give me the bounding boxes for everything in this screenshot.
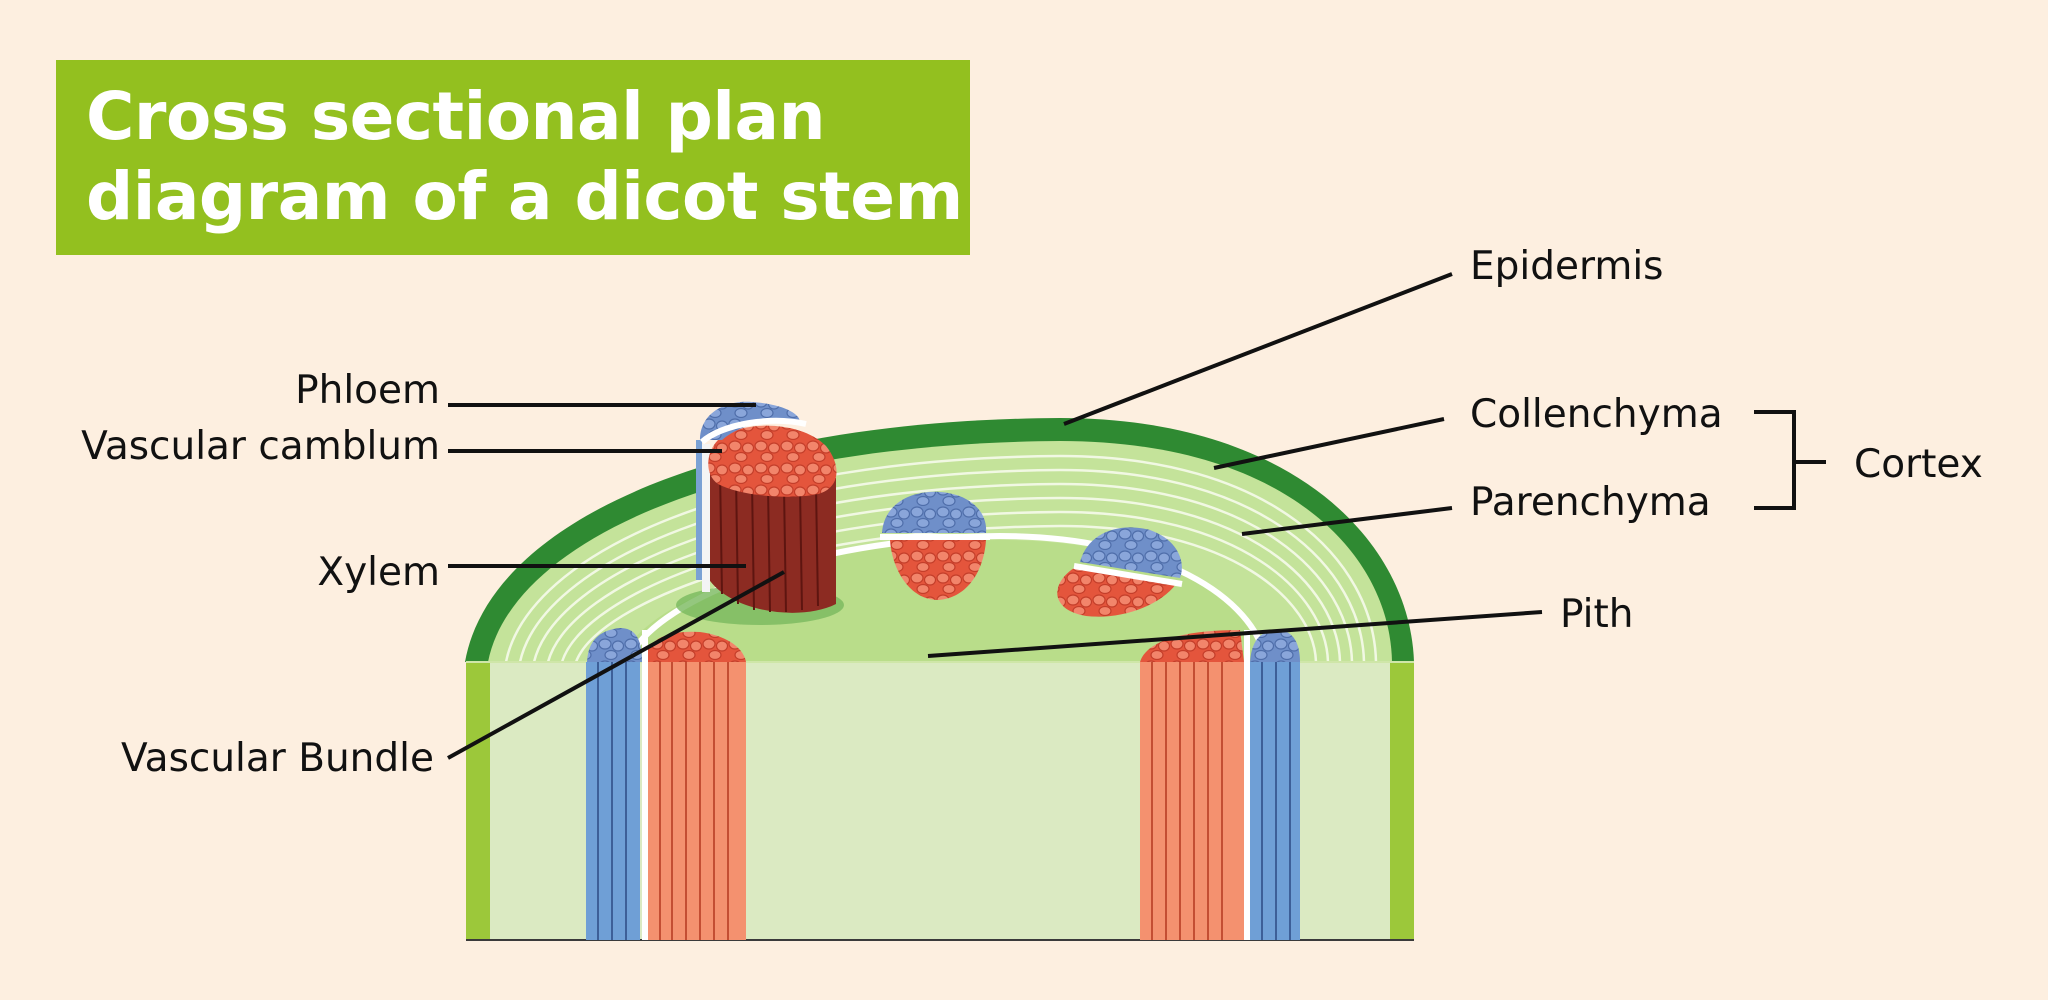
raised-vascular-bundle bbox=[676, 401, 844, 625]
label-cortex: Cortex bbox=[1854, 442, 1983, 487]
title-banner: Cross sectional plan diagram of a dicot … bbox=[56, 60, 970, 255]
label-xylem: Xylem bbox=[317, 550, 440, 595]
label-phloem: Phloem bbox=[295, 368, 440, 413]
right-cut-bundle bbox=[1140, 630, 1300, 940]
label-vascular-bundle: Vascular Bundle bbox=[121, 736, 434, 781]
leader-lines bbox=[447, 272, 1826, 760]
label-collenchyma: Collenchyma bbox=[1470, 392, 1723, 437]
title-line-2: diagram of a dicot stem bbox=[86, 158, 963, 235]
label-epidermis: Epidermis bbox=[1470, 244, 1664, 289]
left-cut-bundle bbox=[586, 628, 746, 940]
epidermis-left-edge bbox=[466, 662, 490, 940]
vascular-bundle-middle bbox=[880, 491, 990, 600]
parenchyma-rings bbox=[504, 454, 1378, 663]
label-pith: Pith bbox=[1560, 592, 1634, 637]
epidermis-right-edge bbox=[1390, 662, 1414, 940]
label-parenchyma: Parenchyma bbox=[1470, 480, 1711, 525]
title-line-1: Cross sectional plan bbox=[86, 78, 826, 155]
vascular-bundle-right bbox=[1057, 527, 1183, 617]
label-vascular-cambium: Vascular camblum bbox=[81, 424, 440, 469]
